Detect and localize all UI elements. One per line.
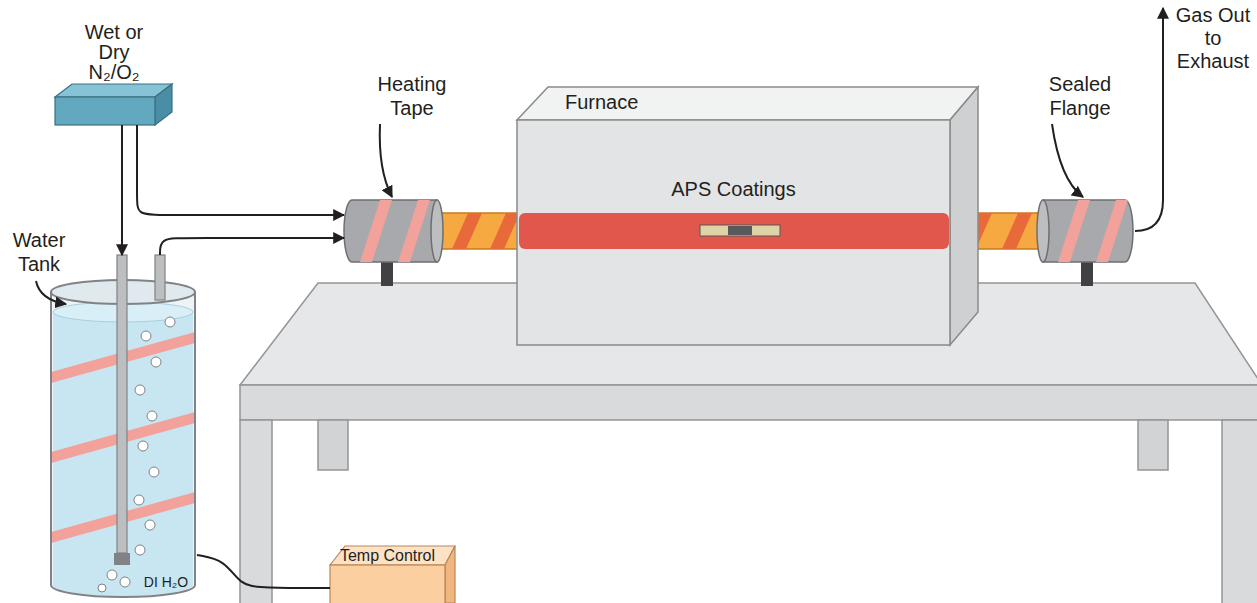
bubble	[135, 385, 145, 395]
bubble	[151, 357, 161, 367]
bubble	[149, 467, 159, 477]
coating-sample	[700, 225, 780, 236]
gas-supply-box: Wet or Dry N₂/O₂	[55, 84, 172, 125]
flange-heating-tape	[1058, 200, 1090, 262]
gas-box-front	[55, 97, 155, 125]
tube-furnace: FurnaceAPS Coatings	[517, 120, 950, 345]
controller-front	[330, 565, 445, 603]
table-leg	[240, 420, 272, 603]
coating-sample-center	[728, 226, 752, 235]
controller-label: Temp Control	[330, 547, 445, 565]
bubble	[135, 545, 145, 555]
gas-line	[197, 555, 330, 588]
callout-arrow	[1052, 124, 1083, 197]
gas-box-side	[155, 84, 172, 125]
outlet-tube	[155, 255, 165, 300]
bubble	[138, 441, 148, 451]
gas-line	[121, 125, 123, 255]
callout-label: Sealed Flange	[1040, 72, 1120, 120]
heated-flange: Heating Tape	[344, 200, 437, 262]
bubble	[120, 577, 130, 587]
tube-heating-tape	[452, 213, 482, 249]
exhaust-label: Gas Out to Exhaust	[1172, 4, 1254, 73]
water-tank: Water TankDI H₂O	[50, 255, 197, 598]
water-label: DI H₂O	[136, 573, 196, 591]
sample-label: APS Coatings	[517, 177, 950, 201]
gas-line	[137, 125, 344, 215]
gas-line	[160, 238, 344, 255]
flange-stand	[381, 262, 393, 286]
flange-heating-tape	[398, 200, 430, 262]
table-leg	[318, 420, 348, 470]
flange-end	[431, 200, 443, 262]
tube-heating-tape	[490, 213, 520, 249]
table-leg	[1222, 420, 1257, 603]
bubble	[107, 570, 117, 580]
bubble	[134, 495, 144, 505]
sealed-flange: Sealed Flange	[1043, 200, 1135, 262]
bubble	[145, 520, 155, 530]
table-leg	[1138, 420, 1168, 470]
bubble	[98, 584, 106, 592]
callout-label: Water Tank	[3, 228, 75, 276]
flange-stand	[1081, 262, 1093, 286]
bubble	[147, 411, 157, 421]
flange-body	[344, 200, 437, 262]
bubble	[141, 331, 151, 341]
callout-label: Heating Tape	[372, 72, 452, 120]
flange-body	[1043, 200, 1133, 262]
furnace-front	[517, 120, 950, 345]
furnace-label: Furnace	[565, 90, 765, 114]
tube-heating-tape	[1002, 213, 1032, 249]
callout-arrow	[36, 281, 66, 304]
inlet-tube	[117, 255, 127, 553]
gas-supply-label: Wet or Dry N₂/O₂	[74, 22, 154, 82]
furnace-top	[517, 87, 978, 120]
flange-heating-tape	[360, 200, 392, 262]
tank-outline	[51, 292, 195, 597]
controller-top	[330, 546, 455, 565]
bubbler	[114, 553, 130, 565]
table-apron	[240, 385, 1257, 420]
controller-side	[445, 546, 455, 603]
temp-controller: Temp Control	[330, 546, 445, 603]
flange-end	[1037, 200, 1049, 262]
gas-box-top	[55, 84, 172, 97]
exhaust-arrow	[1135, 8, 1163, 231]
bubble	[165, 317, 175, 327]
hot-zone	[519, 213, 949, 249]
flange-heating-tape	[1096, 200, 1128, 262]
furnace-side	[950, 87, 978, 345]
callout-arrow	[380, 124, 392, 197]
